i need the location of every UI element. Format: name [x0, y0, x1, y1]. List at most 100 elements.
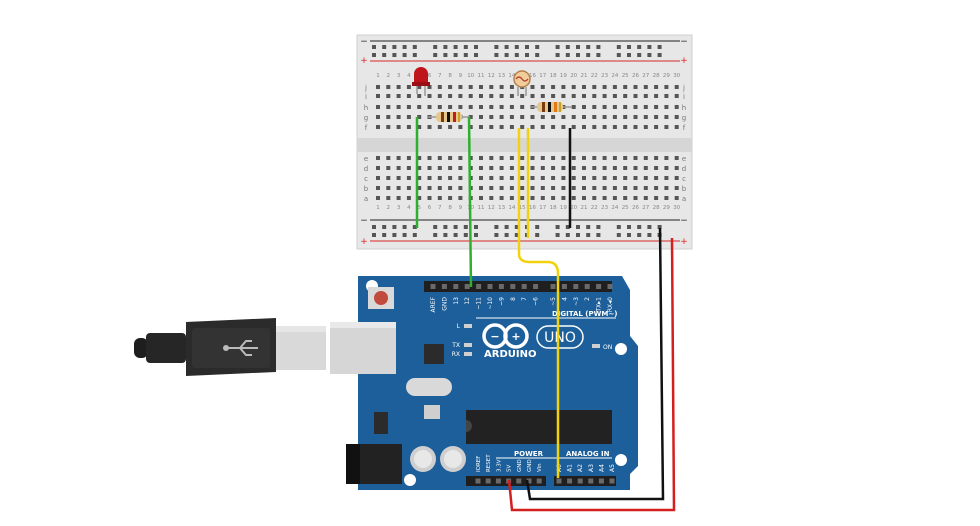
- terminal-hole[interactable]: [417, 166, 422, 170]
- terminal-hole[interactable]: [509, 196, 514, 200]
- terminal-hole[interactable]: [602, 176, 607, 180]
- terminal-hole[interactable]: [386, 85, 391, 89]
- terminal-hole[interactable]: [437, 186, 442, 190]
- terminal-hole[interactable]: [571, 156, 576, 160]
- rail-hole[interactable]: [514, 233, 519, 237]
- rail-hole[interactable]: [576, 53, 580, 57]
- terminal-hole[interactable]: [582, 125, 586, 129]
- terminal-hole[interactable]: [489, 166, 494, 170]
- terminal-hole[interactable]: [468, 125, 473, 129]
- rail-hole[interactable]: [463, 45, 468, 49]
- terminal-hole[interactable]: [458, 94, 463, 98]
- terminal-hole[interactable]: [540, 94, 545, 98]
- rail-hole[interactable]: [474, 45, 478, 49]
- digital-pin[interactable]: [550, 284, 556, 289]
- terminal-hole[interactable]: [551, 85, 556, 89]
- rail-hole[interactable]: [402, 45, 407, 49]
- rail-hole[interactable]: [494, 53, 499, 57]
- terminal-hole[interactable]: [561, 115, 566, 119]
- rail-hole[interactable]: [616, 233, 621, 237]
- terminal-hole[interactable]: [448, 94, 453, 98]
- terminal-hole[interactable]: [520, 196, 525, 200]
- terminal-hole[interactable]: [612, 166, 617, 170]
- terminal-hole[interactable]: [479, 196, 483, 200]
- terminal-hole[interactable]: [406, 125, 411, 129]
- terminal-hole[interactable]: [386, 186, 391, 190]
- terminal-hole[interactable]: [386, 105, 391, 109]
- terminal-hole[interactable]: [509, 105, 514, 109]
- terminal-hole[interactable]: [530, 156, 535, 160]
- terminal-hole[interactable]: [520, 105, 525, 109]
- digital-pin[interactable]: [498, 284, 504, 289]
- rail-hole[interactable]: [453, 225, 458, 229]
- rail-hole[interactable]: [443, 53, 448, 57]
- terminal-hole[interactable]: [623, 166, 628, 170]
- rail-hole[interactable]: [535, 225, 540, 229]
- digital-pin[interactable]: [464, 284, 470, 289]
- terminal-hole[interactable]: [561, 85, 566, 89]
- terminal-hole[interactable]: [551, 115, 556, 119]
- terminal-hole[interactable]: [499, 105, 504, 109]
- rail-hole[interactable]: [402, 225, 407, 229]
- digital-pin[interactable]: [596, 284, 602, 289]
- terminal-hole[interactable]: [406, 166, 411, 170]
- terminal-hole[interactable]: [602, 156, 607, 160]
- terminal-hole[interactable]: [602, 125, 607, 129]
- analog-pin[interactable]: [609, 478, 615, 484]
- terminal-hole[interactable]: [633, 176, 638, 180]
- rail-hole[interactable]: [514, 45, 519, 49]
- terminal-hole[interactable]: [654, 166, 659, 170]
- terminal-hole[interactable]: [530, 176, 535, 180]
- rail-hole[interactable]: [453, 45, 458, 49]
- terminal-hole[interactable]: [417, 125, 422, 129]
- terminal-hole[interactable]: [551, 186, 556, 190]
- terminal-hole[interactable]: [654, 186, 659, 190]
- terminal-hole[interactable]: [582, 94, 586, 98]
- terminal-hole[interactable]: [396, 115, 401, 119]
- terminal-hole[interactable]: [417, 186, 422, 190]
- rail-hole[interactable]: [555, 225, 560, 229]
- terminal-hole[interactable]: [520, 94, 525, 98]
- terminal-hole[interactable]: [448, 156, 453, 160]
- rail-hole[interactable]: [647, 233, 652, 237]
- terminal-hole[interactable]: [612, 115, 617, 119]
- terminal-hole[interactable]: [561, 166, 566, 170]
- digital-pin[interactable]: [430, 284, 436, 289]
- rail-hole[interactable]: [392, 45, 397, 49]
- terminal-hole[interactable]: [509, 94, 514, 98]
- analog-pin[interactable]: [556, 478, 562, 484]
- terminal-hole[interactable]: [551, 196, 556, 200]
- terminal-hole[interactable]: [396, 176, 401, 180]
- terminal-hole[interactable]: [509, 156, 514, 160]
- terminal-hole[interactable]: [499, 186, 504, 190]
- rail-hole[interactable]: [586, 45, 591, 49]
- terminal-hole[interactable]: [489, 186, 494, 190]
- rail-hole[interactable]: [453, 233, 458, 237]
- terminal-hole[interactable]: [376, 115, 380, 119]
- rail-hole[interactable]: [576, 45, 580, 49]
- terminal-hole[interactable]: [633, 85, 638, 89]
- terminal-hole[interactable]: [602, 85, 607, 89]
- terminal-hole[interactable]: [612, 186, 617, 190]
- usb-cable[interactable]: [134, 318, 326, 376]
- terminal-hole[interactable]: [582, 105, 586, 109]
- terminal-hole[interactable]: [427, 166, 432, 170]
- terminal-hole[interactable]: [602, 94, 607, 98]
- rail-hole[interactable]: [586, 53, 591, 57]
- terminal-hole[interactable]: [520, 125, 525, 129]
- terminal-hole[interactable]: [643, 105, 648, 109]
- terminal-hole[interactable]: [592, 186, 597, 190]
- terminal-hole[interactable]: [376, 156, 380, 160]
- power-header[interactable]: [466, 476, 616, 486]
- terminal-hole[interactable]: [499, 156, 504, 160]
- terminal-hole[interactable]: [448, 186, 453, 190]
- terminal-hole[interactable]: [561, 125, 566, 129]
- rail-hole[interactable]: [372, 53, 376, 57]
- terminal-hole[interactable]: [530, 125, 535, 129]
- digital-pin[interactable]: [510, 284, 516, 289]
- terminal-hole[interactable]: [612, 125, 617, 129]
- rail-hole[interactable]: [627, 45, 631, 49]
- terminal-hole[interactable]: [437, 196, 442, 200]
- power-pin[interactable]: [516, 478, 522, 484]
- terminal-hole[interactable]: [479, 115, 483, 119]
